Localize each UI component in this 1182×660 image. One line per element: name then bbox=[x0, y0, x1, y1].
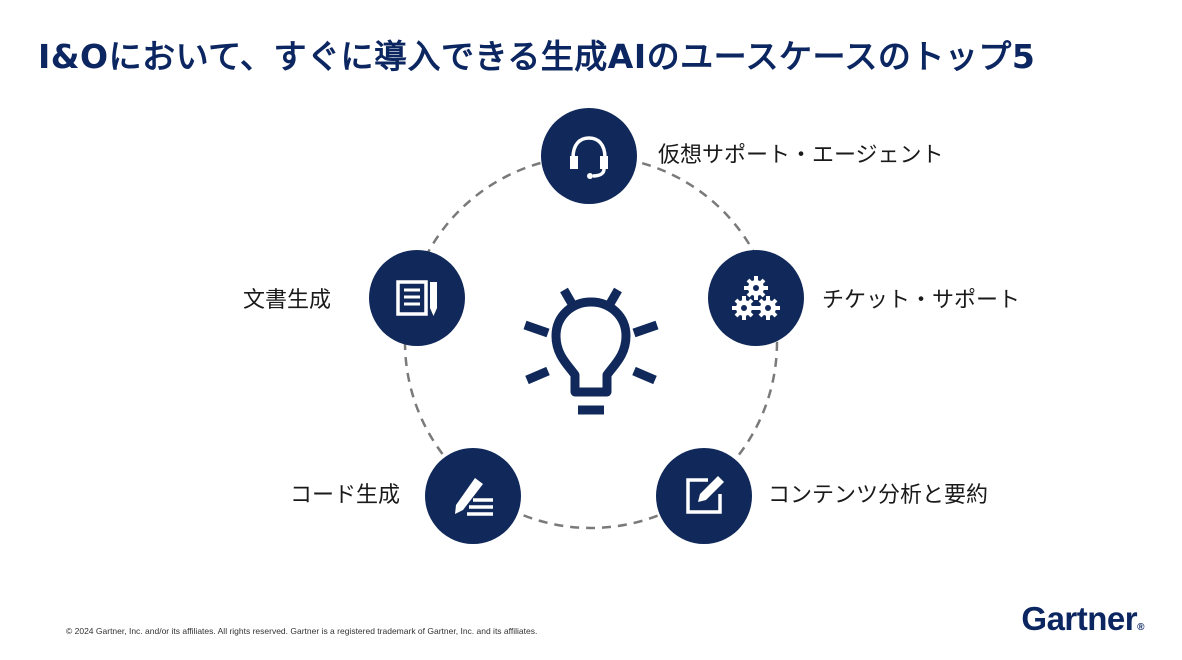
lightbulb-icon bbox=[523, 287, 659, 415]
node-code-generation bbox=[425, 448, 521, 544]
copyright-footer: © 2024 Gartner, Inc. and/or its affiliat… bbox=[66, 626, 538, 636]
node-label-document-generation: 文書生成 bbox=[243, 288, 332, 313]
node-label-code-generation: コード生成 bbox=[290, 483, 401, 508]
document-pencil-icon bbox=[396, 280, 437, 316]
logo-reg-mark: ® bbox=[1137, 622, 1144, 633]
pen-lines-icon bbox=[455, 478, 493, 516]
edit-note-icon bbox=[686, 476, 724, 514]
node-ticket-support bbox=[708, 250, 804, 346]
node-virtual-support-agent bbox=[541, 108, 637, 204]
headset-icon bbox=[570, 136, 608, 179]
node-label-ticket-support: チケット・サポート bbox=[822, 288, 1021, 313]
page-title: I&Oにおいて、すぐに導入できる生成AIのユースケースのトップ5 bbox=[38, 37, 1036, 76]
gartner-logo: Gartner® bbox=[1021, 600, 1144, 638]
gears-icon bbox=[732, 276, 780, 320]
node-label-virtual-support-agent: 仮想サポート・エージェント bbox=[658, 143, 944, 168]
node-label-content-analysis: コンテンツ分析と要約 bbox=[768, 483, 989, 508]
logo-text: Gartner bbox=[1021, 600, 1138, 637]
node-document-generation bbox=[369, 250, 465, 346]
node-content-analysis bbox=[656, 448, 752, 544]
